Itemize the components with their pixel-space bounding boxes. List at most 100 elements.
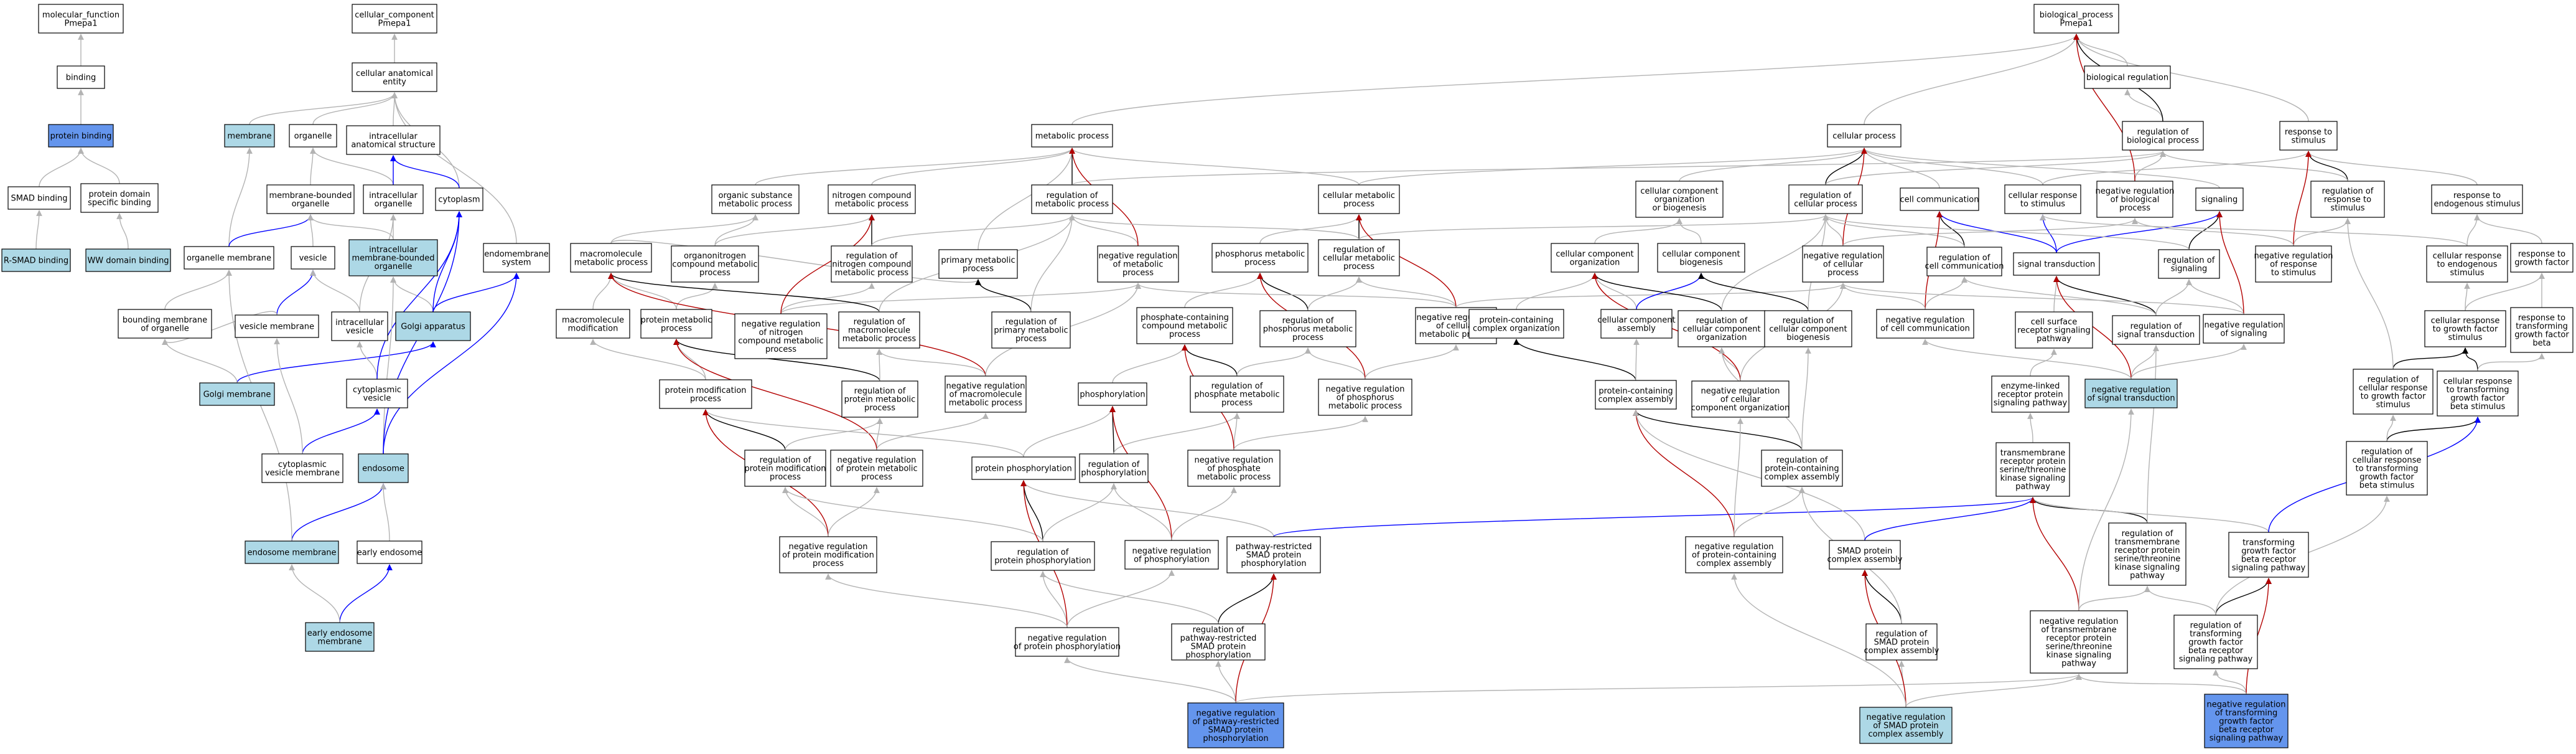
go-term-node-ee[interactable]: early endosome <box>357 540 422 564</box>
go-term-node-endosome[interactable]: endosome <box>358 453 409 483</box>
go-term-node-signaling[interactable]: signaling <box>2195 187 2244 211</box>
go-term-node-bind[interactable]: binding <box>57 65 105 89</box>
go-term-node-st[interactable]: signal transduction <box>2013 252 2100 276</box>
go-term-node-pbind[interactable]: protein binding <box>48 124 114 148</box>
go-term-node-cp[interactable]: cellular process <box>1827 124 1902 148</box>
go-term-node-vesicle[interactable]: vesicle <box>291 246 335 270</box>
go-term-node-mp[interactable]: metabolic process <box>1031 124 1113 148</box>
go-term-node-pphos[interactable]: protein phosphorylation <box>971 456 1076 480</box>
go-term-node-om[interactable]: organelle membrane <box>184 246 274 270</box>
go-term-node-golgim[interactable]: Golgi membrane <box>199 382 275 406</box>
go-term-node-breg[interactable]: biological regulation <box>2084 65 2171 89</box>
go-term-node-rsmad[interactable]: R-SMAD binding <box>1 248 71 272</box>
go-term-node-ccomm[interactable]: cell communication <box>1900 187 1979 211</box>
go-term-node-vm[interactable]: vesicle membrane <box>235 314 319 338</box>
go-term-node-organelle[interactable]: organelle <box>289 124 337 148</box>
go-term-node-endom[interactable]: endosome membrane <box>245 540 339 564</box>
